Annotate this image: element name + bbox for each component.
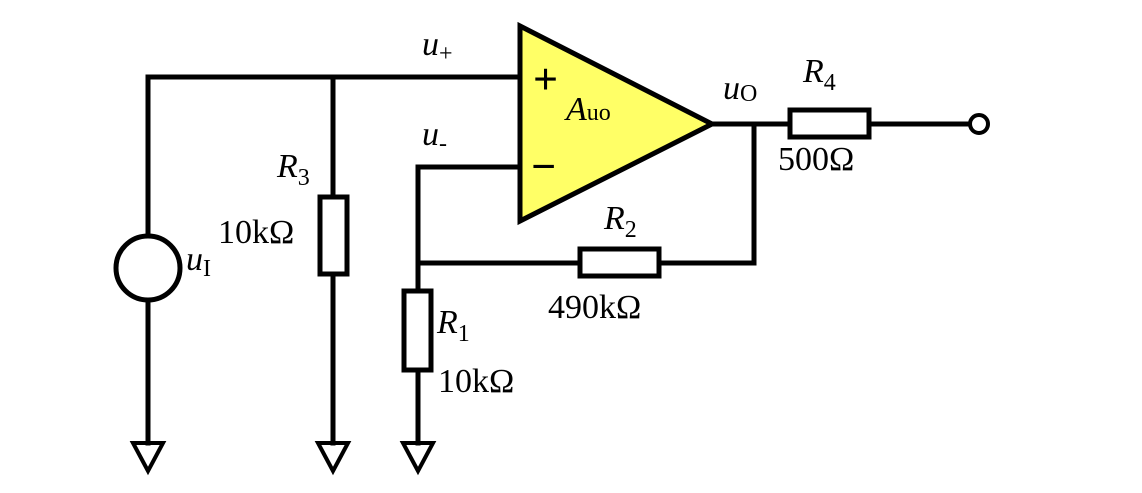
ground-icon <box>399 441 437 476</box>
resistor-r1 <box>401 288 434 373</box>
label-r2-name: R2 <box>603 200 637 243</box>
label-r2-value: 490kΩ <box>548 289 641 326</box>
resistor-r3 <box>317 194 350 277</box>
minus-sign: − <box>531 142 556 191</box>
ground-icon <box>129 441 167 476</box>
label-u-in: uI <box>186 241 211 282</box>
wire-inverting-node <box>415 164 523 294</box>
label-r3-name: R3 <box>276 148 310 191</box>
plus-sign: + <box>533 55 558 104</box>
label-r3-value: 10kΩ <box>218 214 294 251</box>
ground-icon <box>314 441 352 476</box>
resistor-r4 <box>787 107 872 140</box>
label-r4-value: 500Ω <box>778 141 854 178</box>
label-u-plus: u+ <box>422 26 453 67</box>
resistor-r2 <box>577 246 662 279</box>
gain-label: Auo <box>564 91 611 128</box>
voltage-source-icon <box>113 233 183 303</box>
wire-feedback <box>656 121 757 266</box>
output-terminal-icon <box>968 113 990 135</box>
opamp-triangle <box>517 21 718 226</box>
label-u-minus: u- <box>422 116 447 157</box>
label-r4-name: R4 <box>802 53 836 96</box>
label-u-out: uO <box>723 70 757 107</box>
opamp: + − Auo <box>517 21 718 226</box>
wires <box>145 74 973 446</box>
label-r1-name: R1 <box>436 304 470 347</box>
label-r1-value: 10kΩ <box>438 363 514 400</box>
